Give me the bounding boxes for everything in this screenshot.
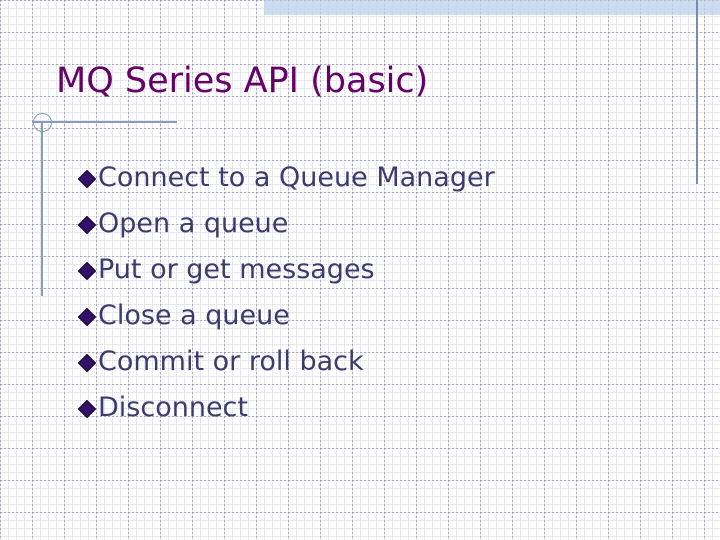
list-item-label: Open a queue — [98, 208, 289, 239]
diamond-bullet-icon — [78, 354, 96, 372]
diamond-bullet-icon — [78, 308, 96, 326]
list-item-label: Put or get messages — [98, 254, 375, 285]
list-item: Open a queue — [78, 201, 678, 247]
list-item-label: Close a queue — [98, 300, 290, 331]
right-vertical-rule — [696, 0, 698, 184]
list-item: Put or get messages — [78, 247, 678, 293]
title-circle-ornament — [33, 113, 52, 132]
list-item-label: Commit or roll back — [98, 346, 364, 377]
list-item: Commit or roll back — [78, 339, 678, 385]
diamond-bullet-icon — [78, 400, 96, 418]
diamond-bullet-icon — [78, 216, 96, 234]
slide-title: MQ Series API (basic) — [56, 61, 429, 101]
title-underline-rule — [32, 121, 177, 123]
slide-bullet-list: Connect to a Queue Manager Open a queue … — [78, 155, 678, 431]
list-item: Close a queue — [78, 293, 678, 339]
list-item-label: Connect to a Queue Manager — [98, 162, 495, 193]
list-item: Connect to a Queue Manager — [78, 155, 678, 201]
top-accent-band — [264, 0, 720, 15]
left-vertical-rule — [41, 121, 43, 296]
diamond-bullet-icon — [78, 262, 96, 280]
list-item-label: Disconnect — [98, 392, 248, 423]
diamond-bullet-icon — [78, 170, 96, 188]
list-item: Disconnect — [78, 385, 678, 431]
